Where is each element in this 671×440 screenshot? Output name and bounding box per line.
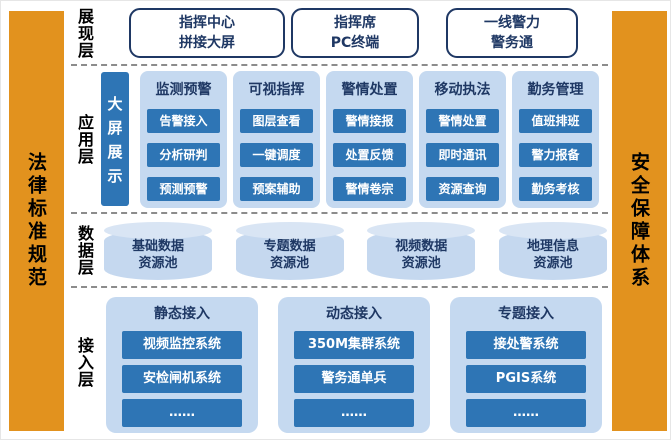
access-layer-groups: 静态接入 视频监控系统 安检闸机系统 …… 动态接入 350M集群系统 警务通单…	[106, 297, 602, 433]
data-layer-pools: 基础数据 资源池 专题数据 资源池 视频数据 资源池 地理信息 资源池	[104, 222, 607, 280]
access-item-ellipsis: ……	[466, 399, 586, 427]
cylinder-top	[235, 222, 344, 239]
layer-divider	[71, 212, 608, 214]
app-item: 即时通讯	[426, 143, 499, 167]
access-group-thematic: 专题接入 接处警系统 PGIS系统 ……	[450, 297, 602, 433]
app-item: 警情处置	[426, 109, 499, 133]
access-group-header: 静态接入	[154, 306, 210, 322]
app-item: 分析研判	[147, 143, 220, 167]
app-item: 预案辅助	[240, 177, 313, 201]
layer-label-application: 应用层	[71, 71, 97, 208]
presentation-box-pc-terminal: 指挥席 PC终端	[291, 8, 419, 58]
cylinder-top	[104, 222, 212, 239]
access-item-ellipsis: ……	[294, 399, 414, 427]
access-group-static: 静态接入 视频监控系统 安检闸机系统 ……	[106, 297, 258, 433]
data-pool-label: 基础数据 资源池	[131, 239, 184, 271]
left-pillar: 法律标准规范	[9, 11, 64, 431]
access-item: 350M集群系统	[294, 331, 414, 359]
access-group-header: 专题接入	[498, 306, 554, 322]
presentation-box-command-center: 指挥中心 拼接大屏	[129, 8, 285, 58]
app-column-monitor-warning: 监测预警 告警接入 分析研判 预测预警	[140, 71, 227, 208]
cylinder-top	[498, 222, 607, 239]
access-item: 安检闸机系统	[122, 365, 242, 393]
app-item: 一键调度	[240, 143, 313, 167]
app-column-mobile-enforcement: 移动执法 警情处置 即时通讯 资源查询	[419, 71, 506, 208]
big-screen-display-label: 大屏展示	[105, 95, 124, 192]
left-pillar-label: 法律标准规范	[25, 152, 47, 290]
layer-label-access-text: 接入层	[75, 336, 94, 388]
app-column-header: 可视指挥	[248, 82, 305, 98]
layer-label-application-text: 应用层	[75, 114, 94, 165]
big-screen-display-bar: 大屏展示	[101, 72, 129, 206]
layer-label-data: 数据层	[71, 219, 97, 281]
application-columns: 监测预警 告警接入 分析研判 预测预警 可视指挥 图层查看 一键调度 预案辅助 …	[140, 71, 599, 208]
app-item: 预测预警	[147, 177, 220, 201]
app-item: 勤务考核	[519, 177, 592, 201]
app-item: 处置反馈	[333, 143, 406, 167]
layer-label-presentation-text: 展现层	[75, 7, 94, 59]
app-item: 资源查询	[426, 177, 499, 201]
access-item: 视频监控系统	[122, 331, 242, 359]
access-item: 接处警系统	[466, 331, 586, 359]
access-item: PGIS系统	[466, 365, 586, 393]
app-item: 图层查看	[240, 109, 313, 133]
app-column-header: 勤务管理	[527, 82, 584, 98]
app-column-visual-command: 可视指挥 图层查看 一键调度 预案辅助	[233, 71, 320, 208]
app-column-header: 监测预警	[155, 82, 212, 98]
access-item: 警务通单兵	[294, 365, 414, 393]
cylinder-top	[367, 222, 476, 239]
app-item: 值班排班	[519, 109, 592, 133]
access-item-ellipsis: ……	[122, 399, 242, 427]
layer-divider	[71, 286, 608, 288]
data-pool-basic: 基础数据 资源池	[104, 222, 212, 280]
layer-label-data-text: 数据层	[75, 224, 94, 276]
right-pillar-label: 安全保障体系	[628, 152, 650, 290]
app-item: 警情卷宗	[333, 177, 406, 201]
app-column-header: 警情处置	[341, 82, 398, 98]
layer-divider	[71, 64, 608, 66]
data-pool-video: 视频数据 资源池	[367, 222, 476, 280]
app-item: 警情接报	[333, 109, 406, 133]
presentation-box-police-mobile: 一线警力 警务通	[446, 8, 578, 58]
app-column-duty-management: 勤务管理 值班排班 警力报备 勤务考核	[512, 71, 599, 208]
data-pool-geographic: 地理信息 资源池	[498, 222, 607, 280]
app-column-incident-handling: 警情处置 警情接报 处置反馈 警情卷宗	[326, 71, 413, 208]
data-pool-thematic: 专题数据 资源池	[235, 222, 344, 280]
data-pool-label: 专题数据 资源池	[263, 239, 316, 271]
access-group-dynamic: 动态接入 350M集群系统 警务通单兵 ……	[278, 297, 430, 433]
app-item: 警力报备	[519, 143, 592, 167]
layer-label-presentation: 展现层	[71, 5, 97, 61]
data-pool-label: 视频数据 资源池	[395, 239, 448, 271]
app-column-header: 移动执法	[434, 82, 491, 98]
app-item: 告警接入	[147, 109, 220, 133]
data-pool-label: 地理信息 资源池	[526, 239, 579, 271]
access-group-header: 动态接入	[326, 306, 382, 322]
layer-label-access: 接入层	[71, 296, 97, 428]
right-pillar: 安全保障体系	[612, 11, 667, 431]
